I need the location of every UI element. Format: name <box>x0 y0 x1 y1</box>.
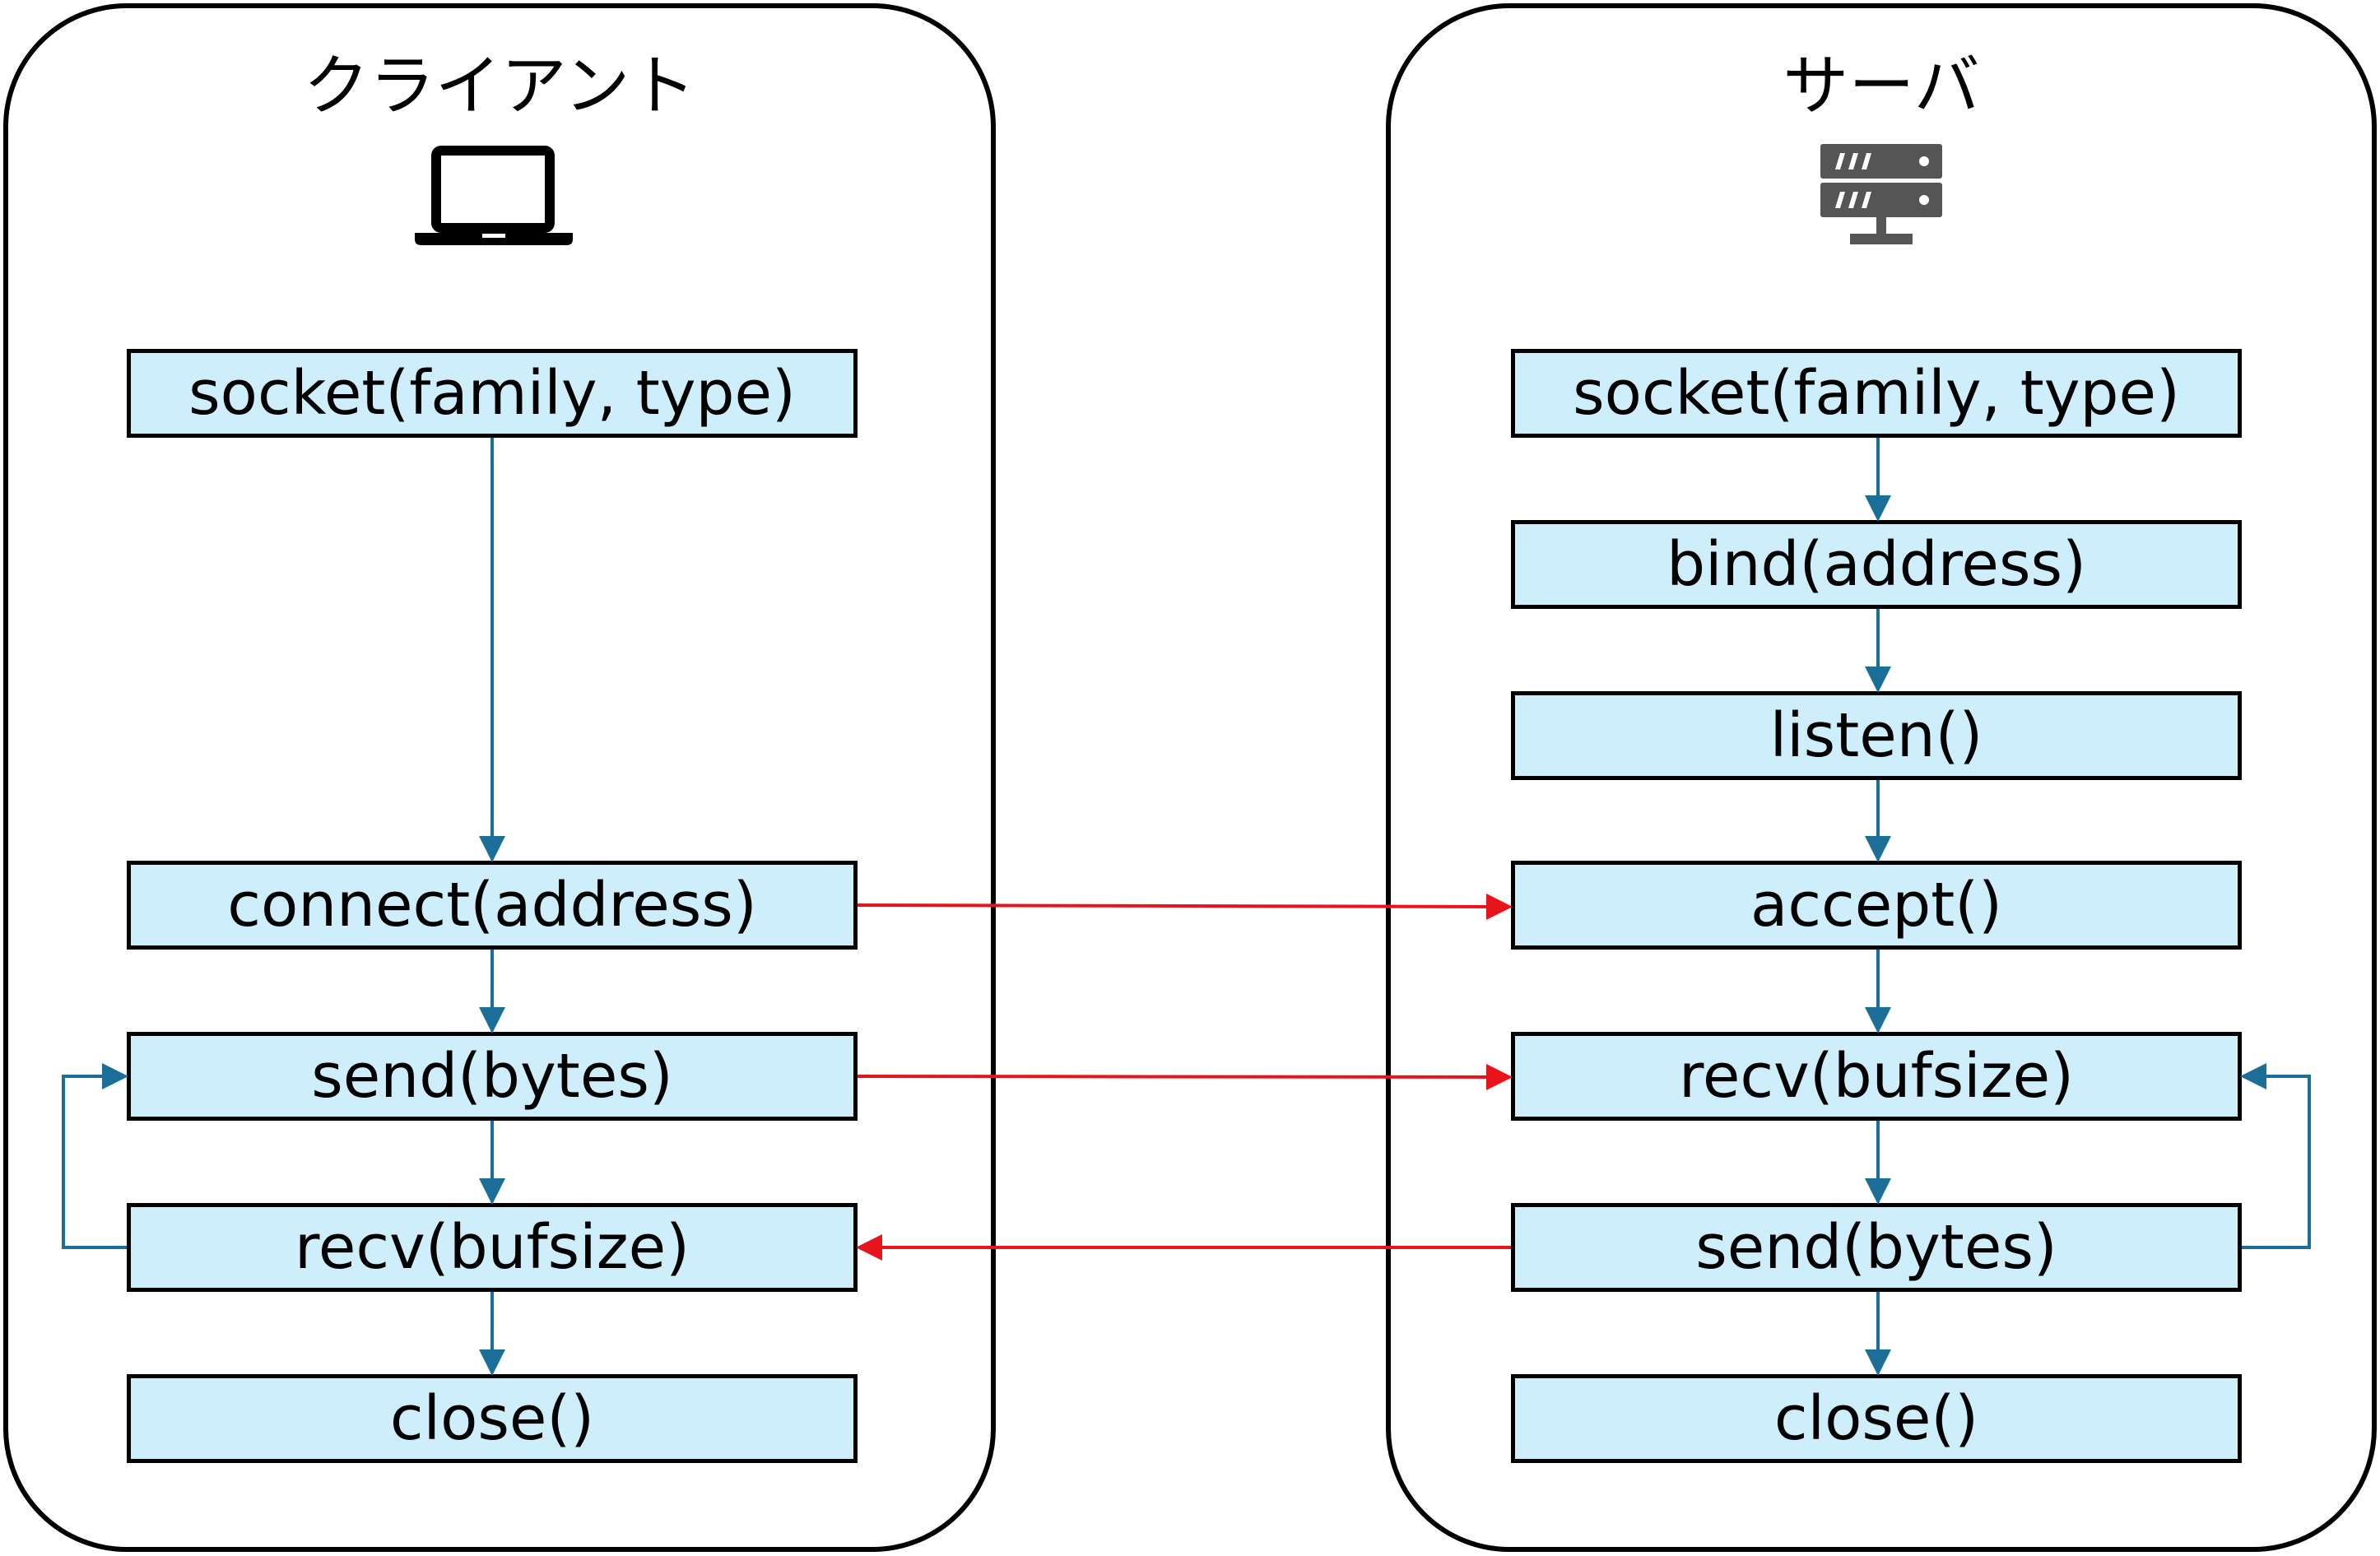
server-recv-box: recv(bufsize) <box>1511 1032 2242 1121</box>
laptop-icon <box>415 146 573 245</box>
client-loop-arrow <box>62 1063 128 1249</box>
server-title: サーバ <box>1783 48 1980 124</box>
server-accept-box: accept() <box>1511 861 2242 950</box>
server-close-box: close() <box>1511 1374 2242 1463</box>
client-panel: クライアント <box>3 3 996 1552</box>
server-loop-arrow <box>2240 1063 2311 1249</box>
server-socket-box: socket(family, type) <box>1511 349 2242 438</box>
server-listen-box: listen() <box>1511 691 2242 780</box>
client-recv-box: recv(bufsize) <box>127 1203 858 1292</box>
client-send-box: send(bytes) <box>127 1032 858 1121</box>
connect-to-accept-arrow <box>857 893 1513 920</box>
client-socket-box: socket(family, type) <box>127 349 858 438</box>
server-icon <box>1820 144 1942 244</box>
server-send-box: send(bytes) <box>1511 1203 2242 1292</box>
client-close-box: close() <box>127 1374 858 1463</box>
server-bind-box: bind(address) <box>1511 520 2242 609</box>
send-to-recv-arrow <box>857 1063 1513 1090</box>
client-title: クライアント <box>303 48 696 124</box>
client-connect-box: connect(address) <box>127 861 858 950</box>
